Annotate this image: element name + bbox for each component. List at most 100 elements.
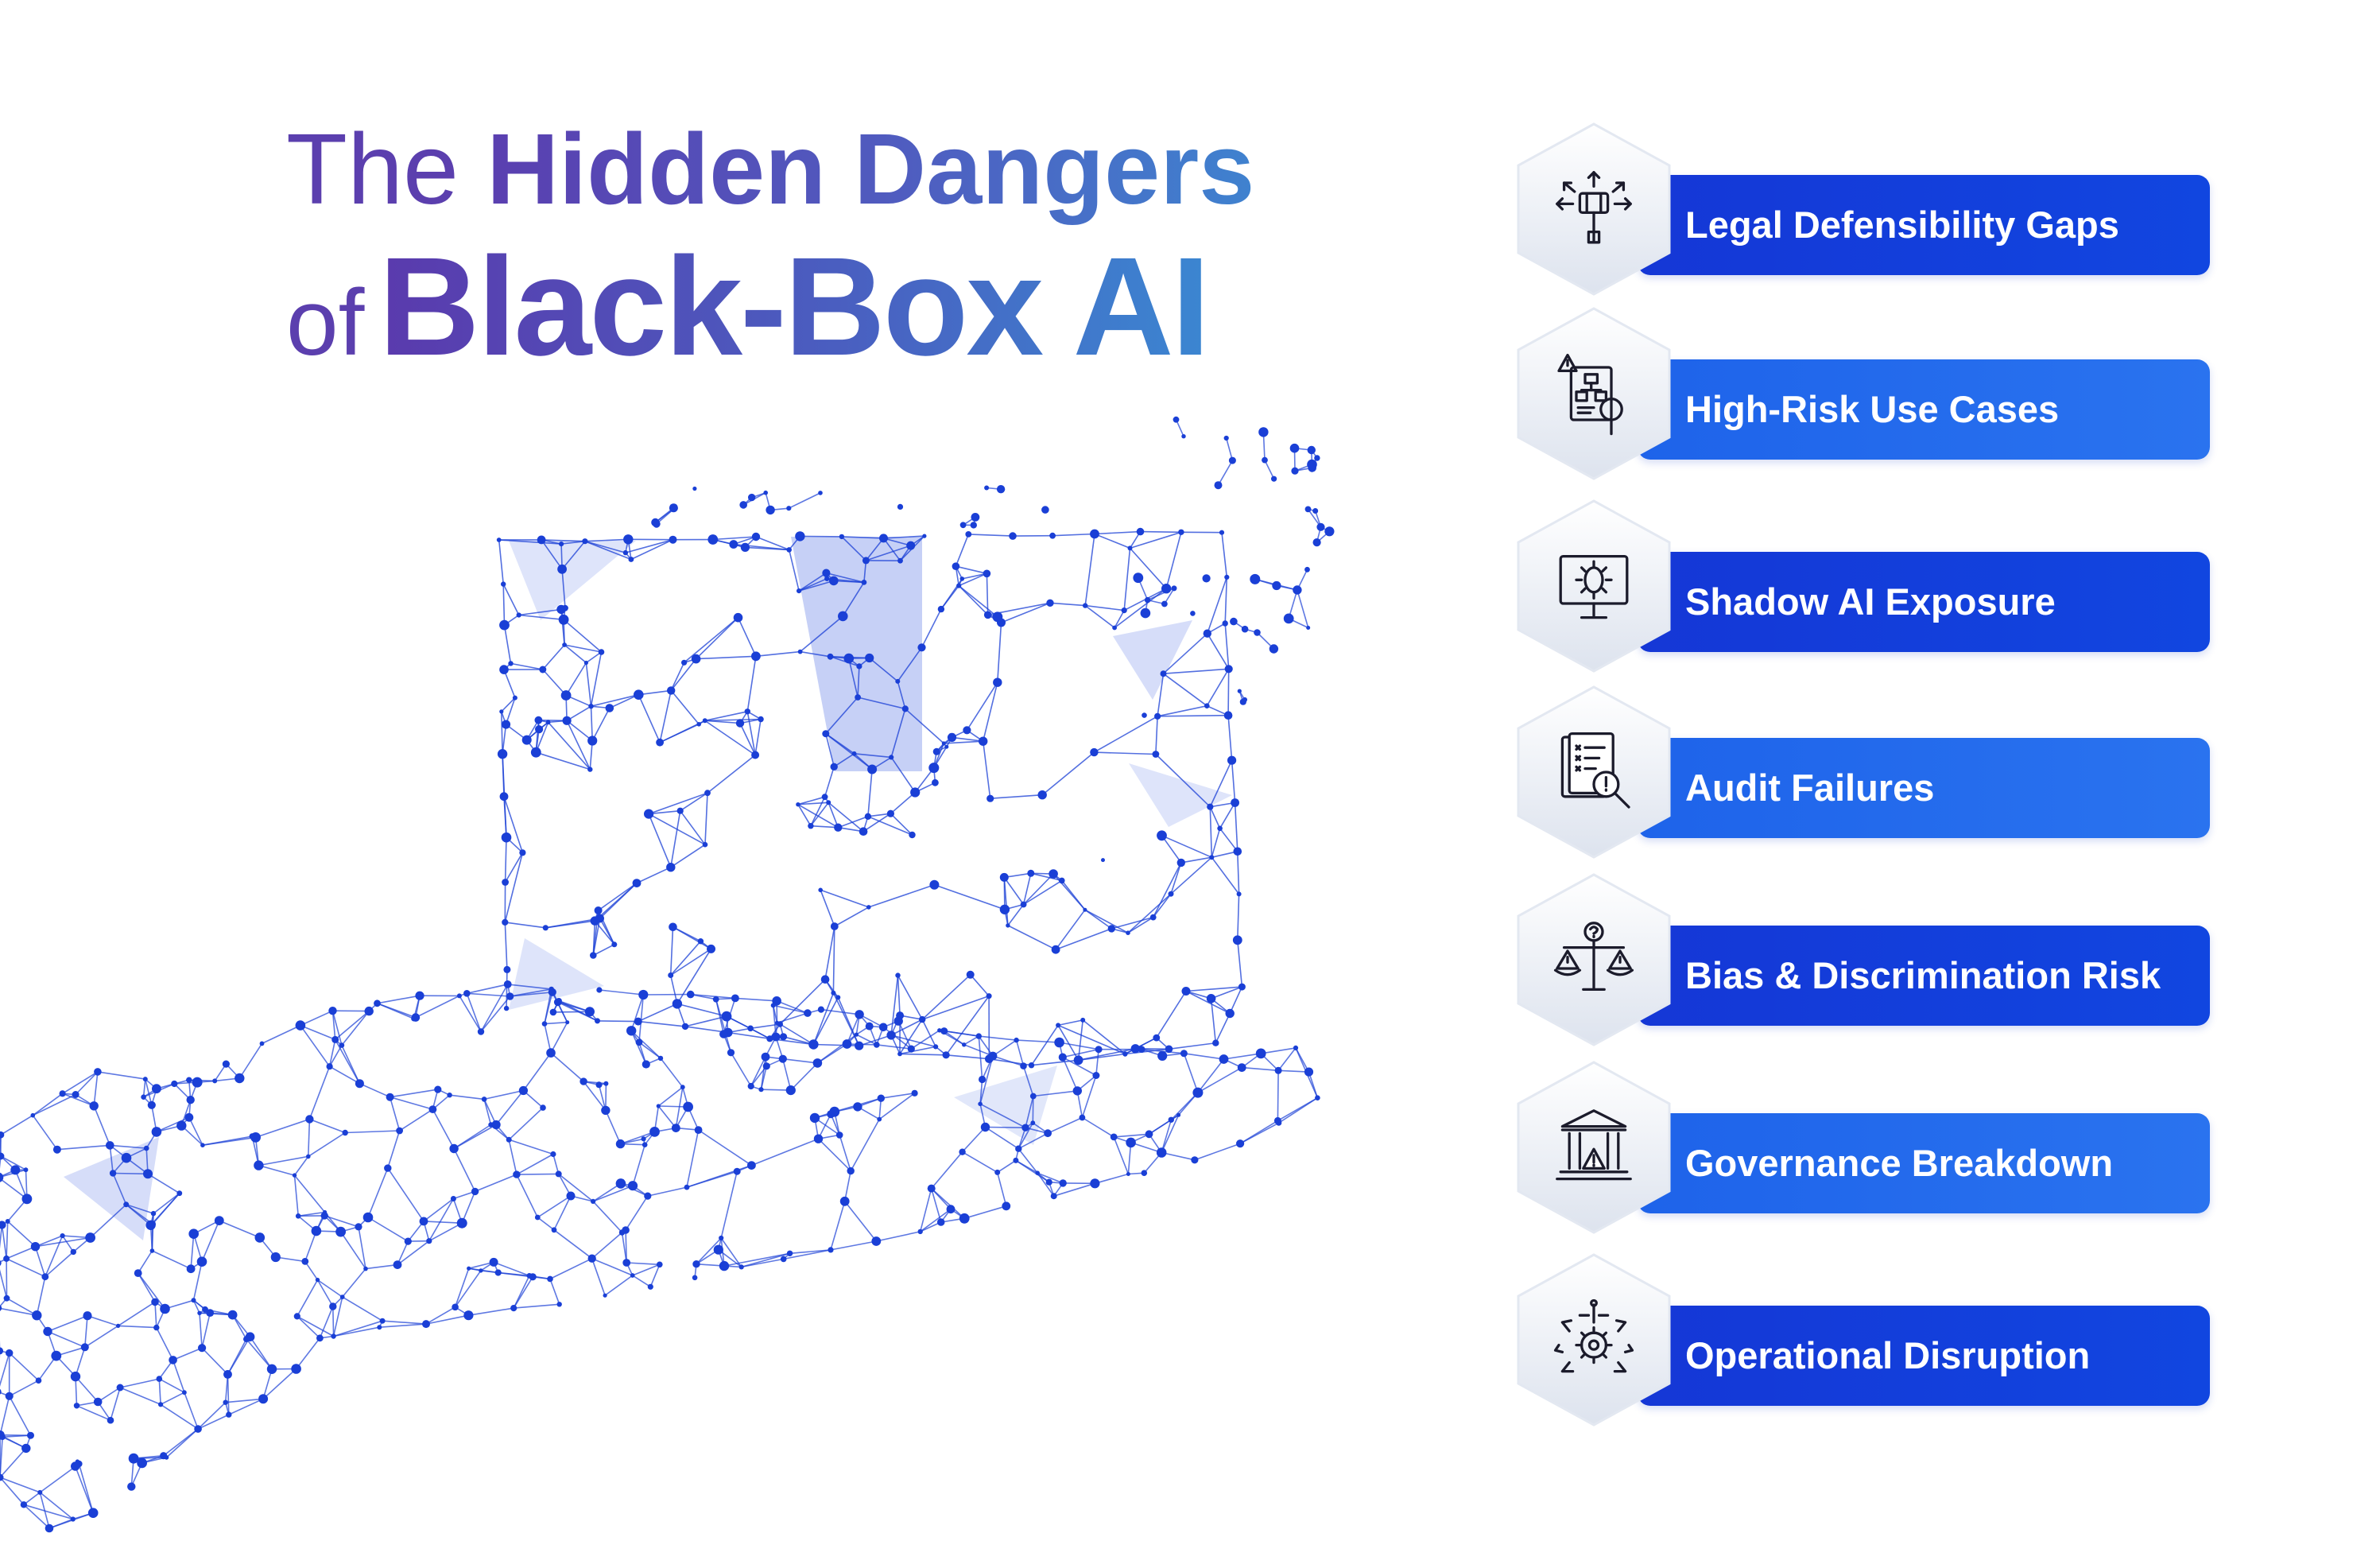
mesh-line	[87, 1314, 118, 1327]
mesh-node	[635, 1038, 643, 1046]
mesh-line	[324, 1215, 359, 1228]
mesh-line	[75, 1347, 86, 1377]
mesh-node	[694, 1126, 703, 1134]
mesh-node	[1149, 914, 1157, 921]
mesh-line	[585, 651, 602, 664]
mesh-line	[331, 1011, 336, 1040]
mesh-line	[1161, 1120, 1173, 1153]
mesh-line	[783, 1249, 831, 1260]
mesh-node	[681, 1023, 689, 1031]
mesh-line	[591, 1232, 623, 1260]
mesh-line	[537, 1217, 555, 1231]
mesh-line	[201, 1220, 220, 1263]
risk-item-governance-breakdown: Governance Breakdown	[1510, 1058, 2242, 1237]
mesh-node	[188, 1229, 199, 1239]
mesh-node	[697, 938, 704, 945]
mesh-node	[999, 872, 1009, 882]
mesh-node	[502, 879, 509, 886]
mesh-line	[423, 1197, 454, 1222]
mesh-line	[1264, 460, 1275, 479]
mesh-node	[909, 831, 916, 839]
mesh-node	[87, 1508, 99, 1518]
mesh-node	[895, 972, 901, 978]
mesh-line	[475, 1174, 517, 1193]
mesh-line	[84, 1325, 119, 1348]
mesh-line	[910, 1030, 940, 1050]
mesh-node	[817, 1006, 824, 1013]
mesh-line	[1, 1225, 7, 1260]
mesh-line	[992, 1055, 1024, 1067]
mesh-node	[1045, 1178, 1052, 1186]
mesh-line	[1018, 1122, 1033, 1150]
mesh-line	[6, 1221, 9, 1259]
risk-bar	[1638, 552, 2210, 652]
mesh-line	[1169, 1042, 1216, 1050]
mesh-line	[1197, 1058, 1225, 1093]
mesh-line	[704, 793, 708, 845]
mesh-node	[1228, 456, 1236, 464]
risk-item-audit-failures: Audit Failures	[1510, 682, 2242, 862]
mesh-node	[702, 718, 707, 724]
mesh-line	[459, 995, 482, 1032]
mesh-node	[6, 1349, 14, 1357]
mesh-line	[14, 1170, 28, 1200]
mesh-node	[70, 1371, 81, 1382]
mesh-line	[0, 1135, 2, 1161]
mesh-line	[958, 584, 998, 618]
mesh-node	[295, 1213, 301, 1219]
mesh-line	[32, 1115, 58, 1151]
mesh-node	[196, 1256, 207, 1267]
mesh-line	[1210, 998, 1217, 1043]
mesh-line	[1162, 633, 1208, 674]
risk-label: High-Risk Use Cases	[1685, 388, 2060, 430]
mesh-node	[952, 562, 960, 570]
mesh-line	[504, 922, 508, 970]
mesh-line	[676, 1003, 727, 1017]
mesh-line	[1194, 1143, 1241, 1161]
mesh-line	[238, 1042, 263, 1079]
mesh-node	[295, 1020, 306, 1031]
mesh-line	[190, 1233, 195, 1269]
mesh-line	[1037, 1172, 1064, 1184]
mesh-node	[266, 1364, 277, 1375]
mesh-line	[1224, 576, 1228, 624]
mesh-node	[59, 1090, 66, 1097]
mesh-node	[20, 1501, 28, 1508]
mesh-line	[834, 906, 870, 927]
mesh-line	[34, 1246, 46, 1277]
mesh-node	[326, 1063, 333, 1070]
mesh-node	[1231, 798, 1239, 807]
mesh-line	[1215, 1013, 1231, 1044]
mesh-node	[1312, 508, 1319, 514]
mesh-node	[501, 581, 506, 587]
mesh-line	[1114, 588, 1167, 629]
mesh-line	[535, 722, 549, 753]
mesh-line	[561, 541, 586, 570]
mesh-line	[453, 1190, 475, 1200]
mesh-node	[0, 1172, 4, 1182]
mesh-node	[937, 1028, 942, 1033]
mesh-node	[1122, 1051, 1128, 1057]
mesh-line	[304, 1230, 317, 1262]
mesh-line	[707, 754, 756, 794]
mesh-node	[886, 809, 894, 817]
mesh-line	[1157, 673, 1165, 716]
mesh-line	[604, 1275, 634, 1296]
title-word-the: The	[286, 113, 459, 225]
mesh-node	[160, 1303, 170, 1314]
mesh-line	[160, 1403, 199, 1430]
mesh-node	[587, 736, 598, 746]
mesh-node	[1044, 1129, 1052, 1138]
mesh-node	[355, 1223, 362, 1231]
mesh-line	[696, 1237, 722, 1265]
mesh-line	[660, 1058, 684, 1088]
mesh-line	[746, 711, 756, 755]
mesh-node	[1276, 1120, 1282, 1126]
mesh-node	[1316, 522, 1325, 531]
mesh-line	[359, 1082, 390, 1098]
mesh-line	[495, 1090, 525, 1125]
mesh-node	[1262, 456, 1268, 464]
mesh-node	[463, 990, 471, 997]
mesh-line	[812, 997, 839, 1045]
mesh-node	[147, 1100, 156, 1109]
